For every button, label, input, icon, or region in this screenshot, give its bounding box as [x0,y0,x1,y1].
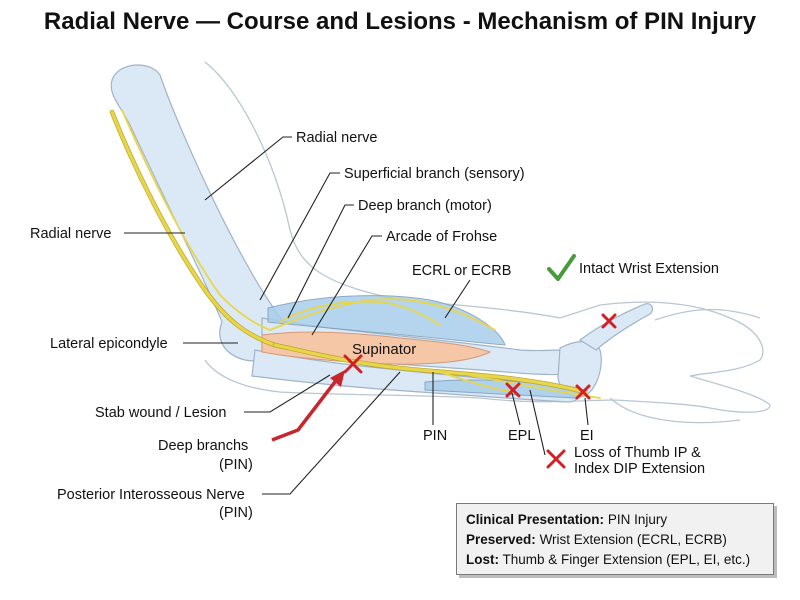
leader-arcade [311,235,382,336]
leader-ecrl [444,279,471,319]
label-superficial-branch: Superficial branch (sensory) [344,166,525,182]
ei-x-mark-icon [575,384,591,400]
label-intact-wrist-extension: Intact Wrist Extension [579,261,719,277]
diagram-title: Radial Nerve — Course and Lesions - Mech… [43,8,757,35]
label-lateral-epicondyle: Lateral epicondyle [50,336,168,352]
leader-superficial-branch [259,172,340,301]
leader-stab-wound [244,374,331,413]
label-stab-wound: Stab wound / Lesion [95,405,226,421]
lost-label: Lost: [466,552,499,567]
label-radial-nerve-left: Radial nerve [30,226,111,242]
preserved-label: Preserved: [466,532,536,547]
clinical-presentation-row: Clinical Presentation: PIN Injury [466,510,764,530]
preserved-value: Wrist Extension (ECRL, ECRB) [539,532,727,547]
superficial-branch-nerve-2 [279,300,441,326]
loss-x-mark-icon [546,449,566,469]
clinical-presentation-box: Clinical Presentation: PIN Injury Preser… [456,503,774,575]
leader-deep-branch [287,204,354,319]
pin-branch-epl [439,371,516,393]
label-ei: EI [580,428,594,444]
label-deep-branchs-1: Deep branchs [158,438,248,454]
epl-x-mark-icon [505,382,521,398]
deep-branch-arrowhead-icon [330,370,345,387]
preserved-row: Preserved: Wrist Extension (ECRL, ECRB) [466,530,764,550]
leader-pin-nerve [262,371,401,495]
label-epl: EPL [508,428,535,444]
presentation-label: Clinical Presentation: [466,512,605,527]
label-arcade-of-frohse: Arcade of Frohse [386,229,497,245]
leader-epl [511,392,521,426]
pin-nerve [273,343,587,394]
label-loss-1: Loss of Thumb IP & [574,445,701,461]
leader-ei [584,397,589,426]
arm-skin-outline [204,61,771,413]
label-deep-branchs-2: (PIN) [219,457,253,473]
check-mark-icon [547,254,576,281]
lost-value: Thumb & Finger Extension (EPL, EI, etc.) [502,552,751,567]
leader-loss [529,389,546,456]
superficial-branch-nerve [269,298,496,331]
humerus-bone [110,64,287,362]
radial-nerve [110,110,277,347]
hand-outline [609,308,761,424]
leader-radial-nerve-top [204,136,292,201]
label-pin-nerve-1: Posterior Interosseous Nerve [57,487,245,503]
radial-nerve-fibre [121,109,271,331]
label-radial-nerve-top: Radial nerve [296,130,377,146]
deep-branch-arrow [271,376,340,442]
label-pin-nerve-2: (PIN) [219,505,253,521]
label-loss-2: Index DIP Extension [574,461,705,477]
lost-row: Lost: Thumb & Finger Extension (EPL, EI,… [466,550,764,570]
label-ecrl-ecrb: ECRL or ECRB [412,263,511,279]
label-supinator: Supinator [352,341,416,358]
presentation-value: PIN Injury [607,512,668,527]
label-deep-branch: Deep branch (motor) [358,198,492,214]
label-pin: PIN [423,428,447,444]
lesion-x-mark-icon [343,354,363,374]
thumb-x-mark-icon [601,313,617,329]
